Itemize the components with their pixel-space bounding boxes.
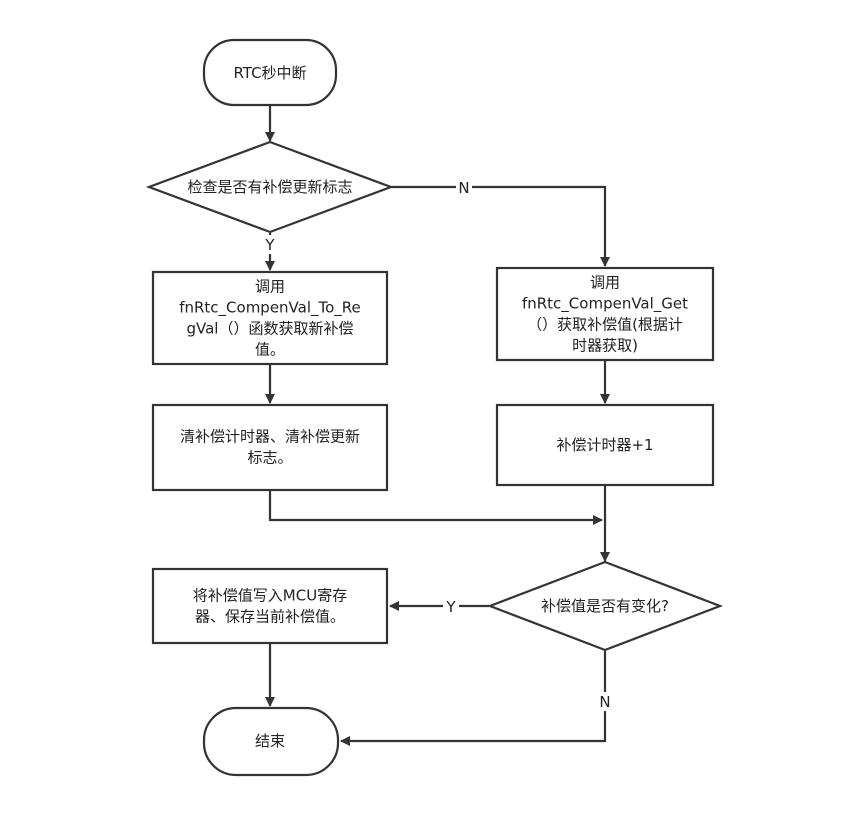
- edge-check-to-get-comp: [391, 185, 610, 267]
- node-timer-inc-text: 补偿计时器+1: [556, 436, 653, 454]
- node-clear-timer: 清补偿计时器、清补偿更新标志。: [151, 403, 389, 492]
- node-line: 调用: [590, 274, 620, 292]
- label-changed-yes: Y: [445, 598, 456, 616]
- node-comp-changed-text: 补偿值是否有变化?: [541, 597, 669, 615]
- node-timer-inc: 补偿计时器+1: [495, 403, 715, 487]
- node-get-new-comp: 调用 fnRtc_CompenVal_To_Re gVal（）函数获取新补偿值。: [151, 270, 389, 366]
- node-line: 补偿值是否有变化?: [541, 597, 669, 615]
- node-get-new-comp-text: 调用 fnRtc_CompenVal_To_Re gVal（）函数获取新补偿值。: [179, 278, 361, 359]
- node-clear-timer-text: 清补偿计时器、清补偿更新标志。: [180, 428, 360, 467]
- node-line: gVal（）函数获取新补偿: [187, 320, 354, 338]
- edge-clear-to-merge: [268, 490, 603, 525]
- label-check-yes: Y: [264, 236, 275, 254]
- label-changed-no: N: [599, 693, 610, 711]
- node-check-flag-text: 检查是否有补偿更新标志: [187, 178, 352, 196]
- node-get-comp-text: 调用 fnRtc_CompenVal_Get （）获取补偿值(根据计时器获取): [522, 274, 688, 355]
- node-line: fnRtc_CompenVal_To_Re: [179, 299, 361, 318]
- node-comp-changed: 补偿值是否有变化?: [486, 560, 724, 652]
- node-line: 结束: [255, 732, 285, 750]
- node-line: 检查是否有补偿更新标志: [187, 178, 352, 196]
- node-line: 补偿计时器+1: [556, 436, 653, 454]
- node-end-text: 结束: [255, 732, 285, 750]
- node-check-flag: 检查是否有补偿更新标志: [145, 140, 395, 234]
- label-check-no: N: [458, 179, 469, 197]
- node-get-comp: 调用 fnRtc_CompenVal_Get （）获取补偿值(根据计时器获取): [495, 266, 715, 362]
- node-line: 将补偿值写入MCU寄存: [193, 587, 347, 605]
- node-start: RTC秒中断: [202, 38, 338, 107]
- node-line: 器、保存当前补偿值。: [195, 608, 345, 626]
- node-line: 调用: [255, 278, 285, 296]
- edge-labels: Y N Y N: [262, 178, 613, 711]
- node-line: 清补偿计时器、清补偿更新: [180, 428, 360, 446]
- node-line: 标志。: [247, 449, 292, 467]
- node-write-mcu: 将补偿值写入MCU寄存器、保存当前补偿值。: [151, 567, 389, 645]
- node-line: （）获取补偿值(根据计: [527, 316, 683, 334]
- node-line: fnRtc_CompenVal_Get: [522, 295, 688, 314]
- node-line: 时器获取): [572, 337, 638, 355]
- edge-changed-to-end: [340, 651, 607, 746]
- node-line: RTC秒中断: [233, 64, 306, 82]
- node-end: 结束: [202, 706, 340, 777]
- node-write-mcu-text: 将补偿值写入MCU寄存器、保存当前补偿值。: [193, 587, 347, 626]
- node-line: 值。: [255, 341, 285, 359]
- node-start-text: RTC秒中断: [233, 64, 306, 82]
